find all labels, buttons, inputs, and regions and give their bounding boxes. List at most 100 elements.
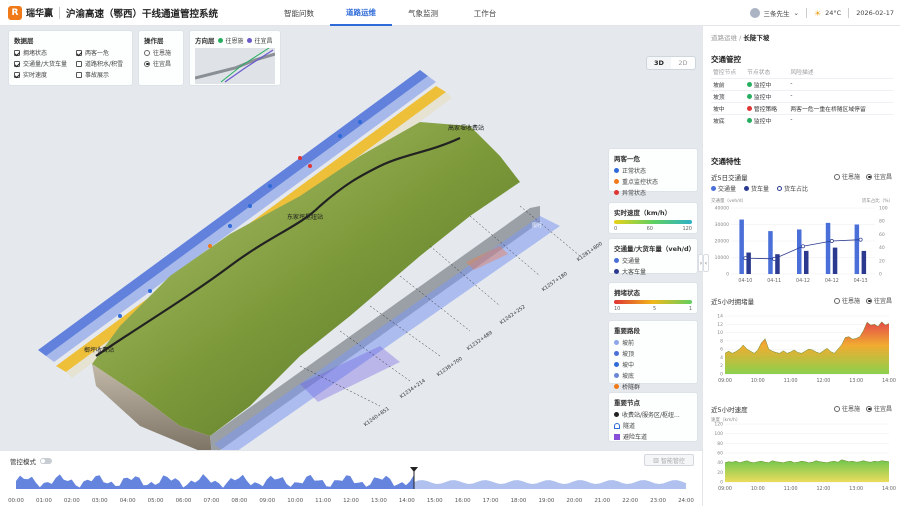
user-menu-chevron-icon[interactable]: ⌄ <box>793 9 799 17</box>
truck-ratio-line <box>745 239 861 260</box>
layer-volume[interactable]: 交通量/大货车量 <box>14 59 76 68</box>
station-label-gaojiayan[interactable]: 高家堰收费站 <box>448 125 485 132</box>
speed-gradient <box>614 220 692 224</box>
brand[interactable]: R 瑞华赢 <box>8 5 54 20</box>
dir-enshi-dot <box>217 37 223 43</box>
y-tick-label: 40 <box>717 460 723 466</box>
timeline-cursor[interactable] <box>410 467 418 472</box>
y2-axis-label: 货车占比（%） <box>862 197 893 204</box>
collapse-left-icon[interactable]: ‹ <box>703 254 709 272</box>
bar-volume <box>768 231 773 274</box>
timeline-tick-label: 13:00 <box>371 498 387 504</box>
smart-control-button[interactable]: ▥智能管控 <box>644 454 694 466</box>
brand-name: 瑞华赢 <box>26 9 54 19</box>
station-label-langping[interactable]: 榔坪收费站 <box>84 347 115 354</box>
table-row[interactable]: 坡中 管控策略两客一危一重在桥隧区域停留 <box>711 101 893 114</box>
y-tick-label: 0 <box>726 272 729 278</box>
y-tick-label: 0 <box>720 480 723 486</box>
control-title: 交通管控 <box>711 55 741 64</box>
x-tick-label: 14:00 <box>882 378 896 384</box>
user-name[interactable]: 三条先生 <box>763 10 790 18</box>
op-radio-enshi[interactable]: 往恩施 <box>144 48 178 57</box>
speed-direction-toggle: 往恩施 往宜昌 <box>833 404 892 413</box>
x-tick-label: 04-12 <box>825 278 839 284</box>
layer-accident[interactable]: 事故展示 <box>76 70 138 79</box>
avatar[interactable] <box>749 8 760 18</box>
right-panel: 道路运维 / 长陡下坡 交通管控 管控节点节点状态风险描述 坡前 监控中- 坡顶… <box>702 26 900 506</box>
x-tick-label: 09:00 <box>718 378 732 384</box>
y-tick-label: 80 <box>717 441 723 447</box>
y-axis-label: 速度（km/h） <box>711 416 740 423</box>
control-mode-switch[interactable] <box>40 458 52 464</box>
weather-sun-icon: ☀ <box>813 8 822 18</box>
operation-layer-card: 操作层 往恩施 往宜昌 <box>138 30 184 86</box>
congestion-gradient <box>614 300 692 304</box>
area-fill <box>725 321 889 374</box>
route-line <box>95 137 461 357</box>
nav-workbench[interactable]: 工作台 <box>473 8 497 18</box>
data-layer-card: 数据层 拥堵状态 两客一危 交通量/大货车量 道路积水/积雪 实时速度 事故展示 <box>8 30 133 86</box>
x-tick-label: 10:00 <box>751 378 765 384</box>
y2-tick-label: 20 <box>879 258 885 264</box>
temperature: 24°C <box>825 9 842 17</box>
view-2d-button[interactable]: 2D <box>678 59 688 67</box>
y-tick-label: 120 <box>714 422 723 428</box>
map-3d-view[interactable]: 高家堰收费站 东家坪枢纽站 榔坪收费站 K1281+800 K1257+180 … <box>0 26 702 450</box>
mountain-terrain <box>92 122 520 436</box>
area-line <box>724 459 890 463</box>
timeline-tick-label: 20:00 <box>566 498 582 504</box>
view-3d-button[interactable]: 3D <box>647 57 671 69</box>
breadcrumb: 道路运维 / 长陡下坡 <box>711 34 770 42</box>
y2-tick-label: 40 <box>879 245 885 251</box>
timeline-tick-label: 15:00 <box>427 498 443 504</box>
area-line <box>724 321 890 354</box>
congest-subtitle: 近5小时拥堵量 <box>711 298 755 306</box>
table-row[interactable]: 坡顶 监控中- <box>711 89 893 102</box>
bar-truck <box>804 250 809 274</box>
timeline-tick-label: 18:00 <box>511 498 527 504</box>
table-row[interactable]: 坡底 监控中- <box>711 113 893 126</box>
smart-control-icon: ▥ <box>653 456 659 464</box>
op-radio-yichang[interactable]: 往宜昌 <box>144 59 178 68</box>
y2-tick-label: 60 <box>879 232 885 238</box>
legend-segments: 重要路段 坡前 坡顶 坡中 坡底 桥隧群 <box>608 320 698 391</box>
dir-yichang-dot <box>246 37 252 43</box>
y2-tick-label: 0 <box>879 272 882 278</box>
nav-weather[interactable]: 气象监测 <box>408 8 438 18</box>
layer-congestion[interactable]: 拥堵状态 <box>14 48 76 57</box>
direction-layer-card: 方向层 往恩施 往宜昌 <box>189 30 281 86</box>
station-label-dongjiaping[interactable]: 东家坪枢纽站 <box>287 214 324 221</box>
table-row[interactable]: 坡前 监控中- <box>711 77 893 90</box>
zone-label: 限行 <box>532 223 543 229</box>
area-fill <box>725 459 889 482</box>
legend-volume: 交通量/大货车量（veh/d） 交通量 大客车量 <box>608 238 698 276</box>
y-tick-label: 30000 <box>715 222 729 228</box>
timeline-tick-label: 10:00 <box>287 498 303 504</box>
timeline-tick-label: 09:00 <box>259 498 275 504</box>
top-right-info: 三条先生 ⌄ ☀ 24°C 2026-02-17 <box>749 0 894 26</box>
nav-road-ops[interactable]: 道路运维 <box>330 0 392 26</box>
title-divider <box>59 6 61 19</box>
stake-lines <box>299 205 581 407</box>
timeline-tick-label: 04:00 <box>120 498 136 504</box>
control-mode: 管控模式 <box>10 456 52 466</box>
timeline-tick-label: 19:00 <box>538 498 554 504</box>
y-tick-label: 10000 <box>715 255 729 261</box>
x-tick-label: 12:00 <box>816 486 830 492</box>
layer-water-snow[interactable]: 道路积水/积雪 <box>76 59 138 68</box>
layer-hazmat[interactable]: 两客一危 <box>76 48 138 57</box>
nav-smart-query[interactable]: 智能问数 <box>284 8 314 18</box>
timeline-tick-label: 01:00 <box>36 498 52 504</box>
x-tick-label: 11:00 <box>784 378 798 384</box>
layer-speed[interactable]: 实时速度 <box>14 70 76 79</box>
timeline-tick-label: 02:00 <box>64 498 80 504</box>
logo-icon: R <box>8 5 22 20</box>
traffic-bar-chart: 交通量（veh/d）货车占比（%）40000300002000010000010… <box>711 197 893 284</box>
speed-subtitle: 近5小时速度 <box>711 406 748 414</box>
timeline-tick-label: 05:00 <box>148 498 164 504</box>
